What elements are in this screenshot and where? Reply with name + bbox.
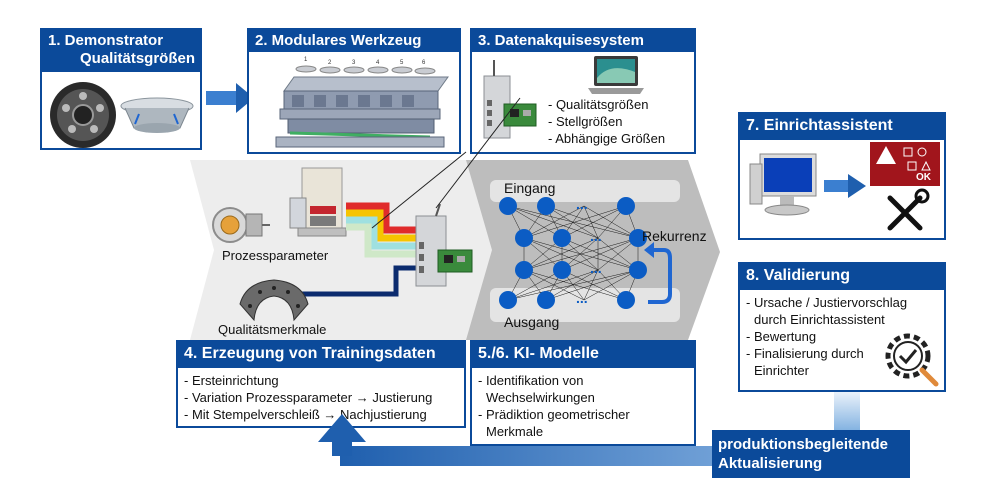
step8-header: 8. Validierung: [738, 262, 946, 290]
part-number-4: 4: [376, 60, 380, 66]
nn-node: [629, 229, 647, 247]
step4-header: 4. Erzeugung von Trainingsdaten: [176, 340, 466, 368]
feedback-line2: Aktualisierung: [718, 455, 823, 472]
step3-item-control: - Stellgrößen: [548, 114, 623, 129]
nn-edge: [507, 269, 599, 301]
ok-label: OK: [916, 172, 931, 183]
step1-title-line1: 1. Demonstrator: [48, 32, 164, 49]
deep-drawn-bowl-icon: [120, 97, 194, 133]
label-quality-features: Qualitätsmerkmale: [218, 322, 327, 337]
step8-item-final-cont: Einrichter: [754, 363, 809, 378]
nn-edge: [523, 205, 585, 239]
nn-edge: [583, 269, 599, 301]
nn-ellipsis: ...: [576, 196, 588, 212]
step4-item-initial: - Ersteinrichtung: [184, 373, 279, 388]
step4-item-variation: - Variation Prozessparameter → Justierun…: [184, 390, 433, 405]
nn-edge: [507, 205, 599, 239]
part-number-1: 1: [304, 57, 308, 63]
step8-item-cause-cont: durch Einrichtassistent: [754, 312, 885, 327]
step8-item-final: - Finalisierung durch: [746, 346, 864, 361]
nn-edge: [523, 237, 639, 271]
nn-edge: [583, 269, 639, 301]
wheel-disc-icon: [50, 82, 116, 148]
step7-header: 7. Einrichtassistent: [738, 112, 946, 140]
nn-ellipsis: ...: [590, 260, 602, 276]
label-output: Ausgang: [504, 314, 560, 330]
nn-edge: [545, 269, 639, 301]
nn-edge: [561, 237, 639, 271]
nn-node: [629, 261, 647, 279]
step56-item-1a: - Identifikation von: [478, 373, 584, 388]
monitor-icon: [749, 153, 817, 216]
neural-network-icon: ............: [490, 180, 680, 322]
tools-icon: [887, 188, 930, 231]
step4-list: - Ersteinrichtung - Variation Prozesspar…: [184, 372, 432, 423]
nn-edge: [523, 205, 627, 239]
nn-edge: [583, 205, 639, 239]
step3-item-dependent: - Abhängige Größen: [548, 131, 666, 146]
microcontroller-icon: [483, 60, 537, 139]
step56-item-1b: Wechselwirkungen: [486, 390, 595, 405]
step8-list: - Ursache / Justiervorschlag durch Einri…: [746, 294, 907, 379]
nn-edge: [561, 269, 627, 301]
step8-item-rating: - Bewertung: [746, 329, 817, 344]
nn-edge: [545, 205, 599, 239]
nn-node: [553, 229, 571, 247]
feedback-label-box: produktionsbegleitende Aktualisierung: [712, 430, 910, 478]
nn-node: [537, 197, 555, 215]
step3-list: - Qualitätsgrößen - Stellgrößen - Abhäng…: [548, 96, 665, 147]
step56-item-2a: - Prädiktion geometrischer: [478, 407, 630, 422]
step56-list: - Identifikation von Wechselwirkungen - …: [478, 372, 630, 440]
step4-item-wear: - Mit Stempelverschleiß → Nachjustierung: [184, 407, 427, 422]
nn-edge: [545, 205, 639, 239]
nn-ellipsis: ...: [576, 290, 588, 306]
part-number-5: 5: [400, 60, 404, 66]
nn-edge: [507, 269, 639, 301]
nn-edge: [523, 237, 599, 271]
nn-node: [617, 291, 635, 309]
nn-node: [499, 197, 517, 215]
arrow-monitor-to-screen: [824, 174, 866, 198]
checkmark-gear-icon: [885, 333, 939, 387]
label-input: Eingang: [504, 180, 556, 196]
part-number-2: 2: [328, 60, 332, 66]
nn-ellipsis: ...: [590, 228, 602, 244]
nn-node: [617, 197, 635, 215]
nn-node: [537, 291, 555, 309]
nn-node: [515, 229, 533, 247]
arrow-1-to-2: [206, 83, 254, 113]
press-machine-icon: [289, 167, 347, 237]
step56-item-2b: Merkmale: [486, 424, 544, 439]
servo-motor-icon: [212, 207, 270, 243]
step3-header: 3. Datenakquisesystem: [470, 28, 696, 52]
signal-cables: [296, 202, 426, 297]
connector-line-2: [435, 97, 521, 209]
nn-edge: [583, 205, 599, 239]
warning-screen-icon: OK: [870, 142, 940, 186]
label-process-parameters: Prozessparameter: [222, 248, 329, 263]
die-tool-icon: 1 2 3 4 5 6: [275, 57, 449, 148]
nn-edge: [523, 269, 627, 301]
label-recurrence: Rekurrenz: [642, 228, 707, 244]
connector-line: [371, 151, 467, 229]
step1-title-line2: Qualitätsgrößen: [80, 50, 196, 67]
laptop-icon: [588, 56, 644, 94]
feedback-line1: produktionsbegleitende: [718, 436, 889, 453]
nn-node: [553, 261, 571, 279]
step1-header: 1. Demonstrator Qualitätsgrößen: [40, 28, 202, 72]
nn-edge: [561, 205, 627, 239]
part-number-6: 6: [422, 60, 426, 66]
step2-header: 2. Modulares Werkzeug: [247, 28, 461, 52]
step8-item-cause: - Ursache / Justiervorschlag: [746, 295, 908, 310]
step56-header: 5./6. KI- Modelle: [470, 340, 696, 368]
microcontroller-icon: [415, 203, 473, 287]
part-number-3: 3: [352, 60, 356, 66]
nn-node: [515, 261, 533, 279]
step3-item-quality: - Qualitätsgrößen: [548, 97, 649, 112]
nn-node: [499, 291, 517, 309]
nn-edge: [507, 269, 563, 301]
curved-part-icon: [239, 279, 309, 322]
